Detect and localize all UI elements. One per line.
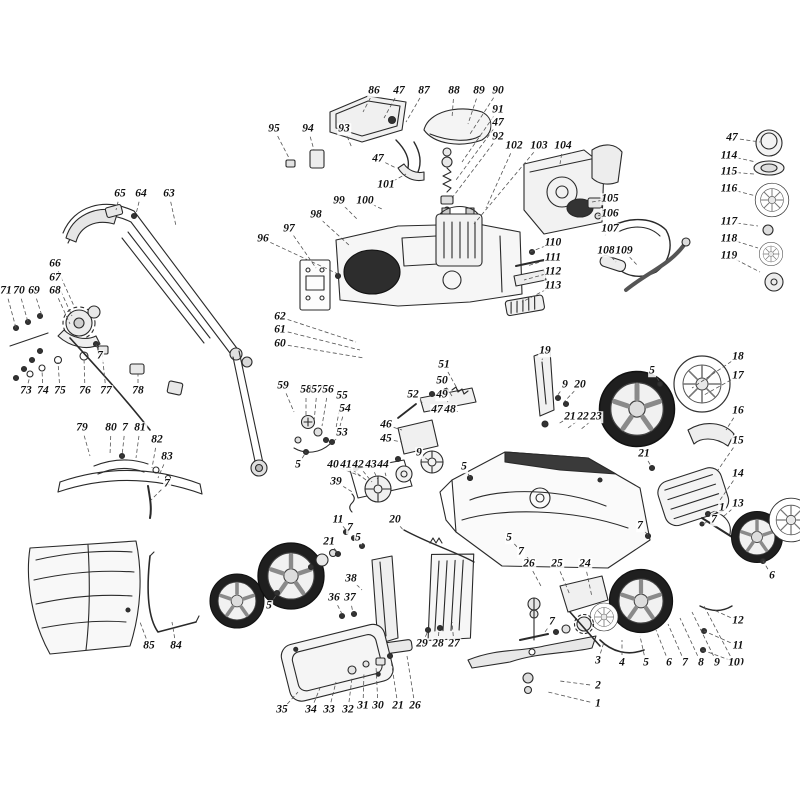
drive-pulley-cluster <box>349 455 413 513</box>
handlebar-assembly <box>62 203 268 477</box>
throttle-control-cluster <box>9 305 151 431</box>
blade-assembly <box>467 575 609 695</box>
battery-pack <box>435 205 483 267</box>
handle-knob-cluster <box>293 414 336 456</box>
bottom-tray <box>280 623 394 702</box>
discharge-door <box>648 423 746 548</box>
motor-housing <box>523 144 691 292</box>
belt-guide-bracket <box>334 419 475 563</box>
rear-axle-cluster <box>519 570 673 654</box>
grass-bag <box>27 540 200 655</box>
height-lever <box>533 349 570 428</box>
mower-deck <box>439 451 652 569</box>
front-cover <box>57 452 203 519</box>
hub-cap-stack <box>753 129 790 292</box>
engine-covers <box>285 95 492 214</box>
rear-bracket-cluster <box>338 553 475 657</box>
